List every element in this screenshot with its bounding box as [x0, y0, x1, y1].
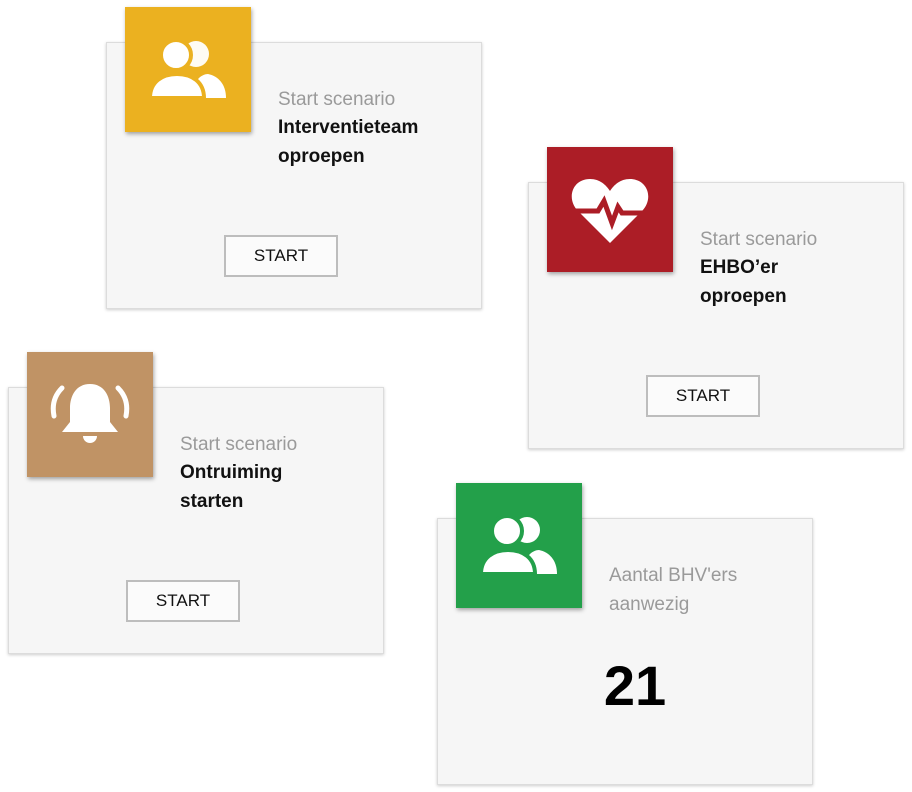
tile-ontruiming — [27, 352, 153, 477]
tile-interventieteam — [125, 7, 251, 132]
tile-ehbo — [547, 147, 673, 272]
card-label: Start scenario — [180, 434, 298, 455]
people-icon — [150, 39, 226, 100]
start-button[interactable]: START — [224, 235, 338, 277]
people-icon — [481, 515, 557, 576]
card-label: Start scenario — [700, 229, 818, 250]
heart-pulse-icon — [570, 178, 650, 243]
bell-icon — [50, 383, 130, 443]
card-label: Start scenario — [278, 89, 396, 110]
start-button[interactable]: START — [126, 580, 240, 622]
bhv-count: 21 — [603, 654, 667, 717]
start-button[interactable]: START — [646, 375, 760, 417]
tile-bhv — [456, 483, 582, 608]
